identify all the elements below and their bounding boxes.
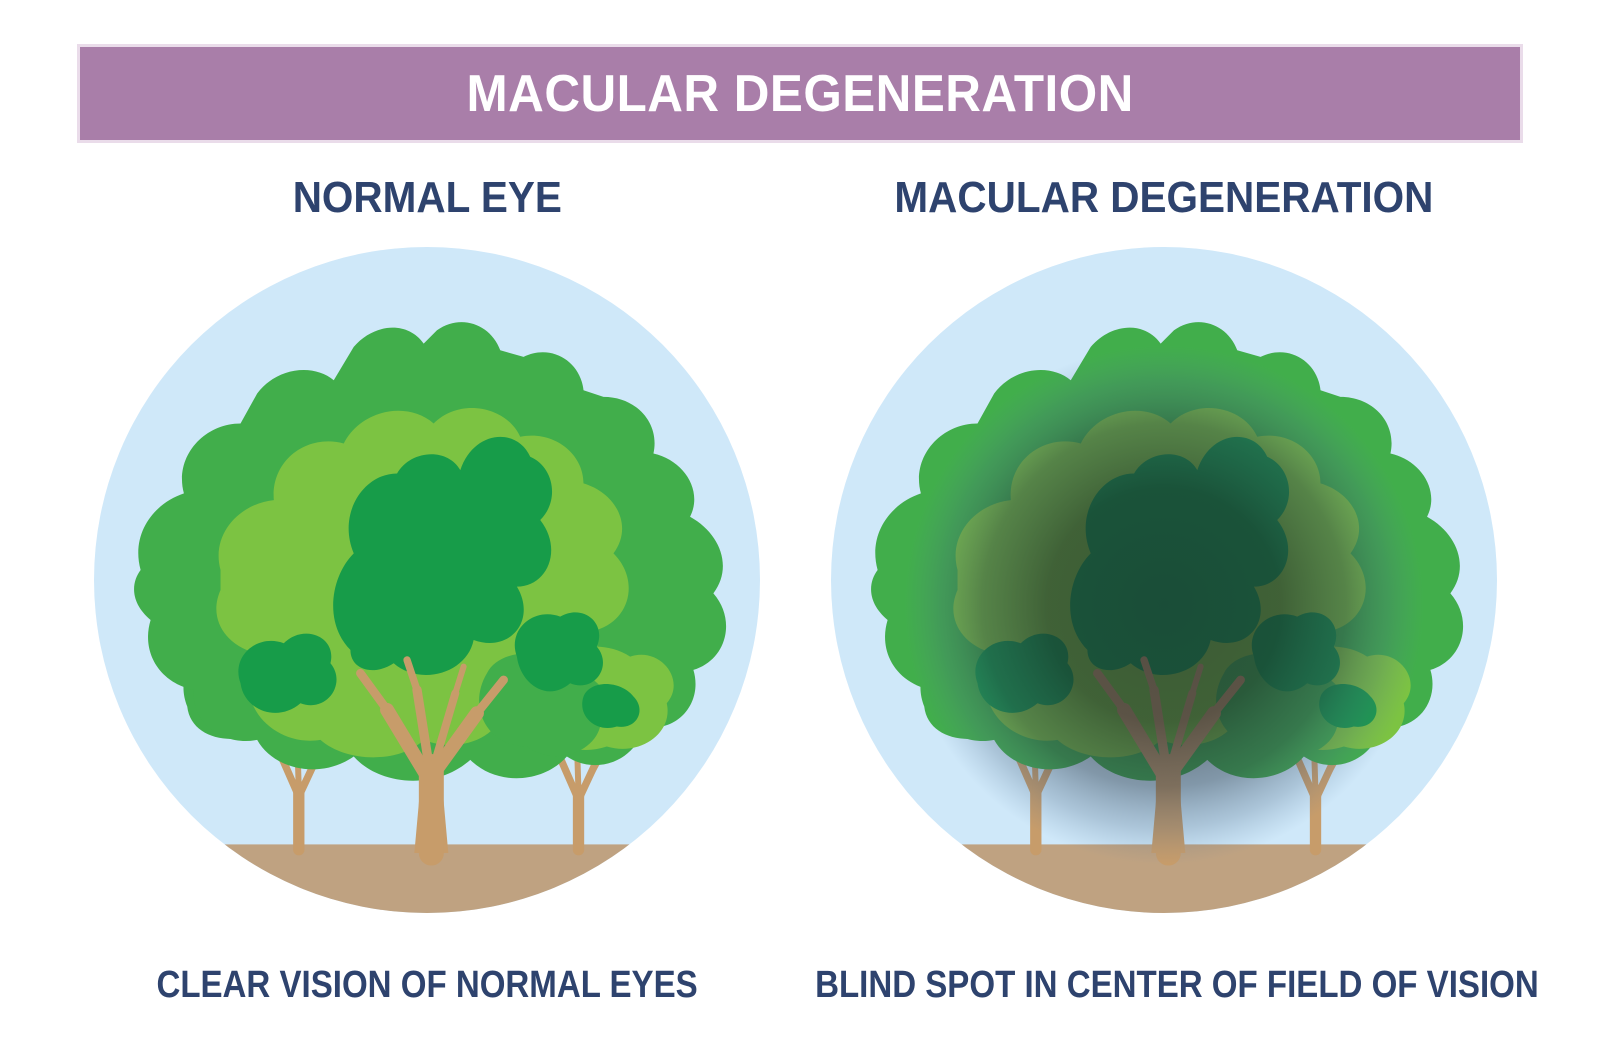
macular-degeneration-caption: BLIND SPOT IN CENTER OF FIELD OF VISION	[815, 964, 1539, 1006]
page-title: MACULAR DEGENERATION	[466, 64, 1134, 123]
normal-vision-illustration	[94, 247, 760, 913]
tree-scene-clear	[94, 247, 760, 913]
normal-eye-caption: CLEAR VISION OF NORMAL EYES	[156, 964, 698, 1006]
blind-spot-overlay	[904, 345, 1424, 865]
normal-eye-heading: NORMAL EYE	[292, 173, 562, 222]
macular-degeneration-heading: MACULAR DEGENERATION	[894, 173, 1434, 222]
tree-scene-blurred	[831, 247, 1497, 913]
title-banner: MACULAR DEGENERATION	[77, 44, 1523, 143]
degenerated-vision-illustration	[831, 247, 1497, 913]
